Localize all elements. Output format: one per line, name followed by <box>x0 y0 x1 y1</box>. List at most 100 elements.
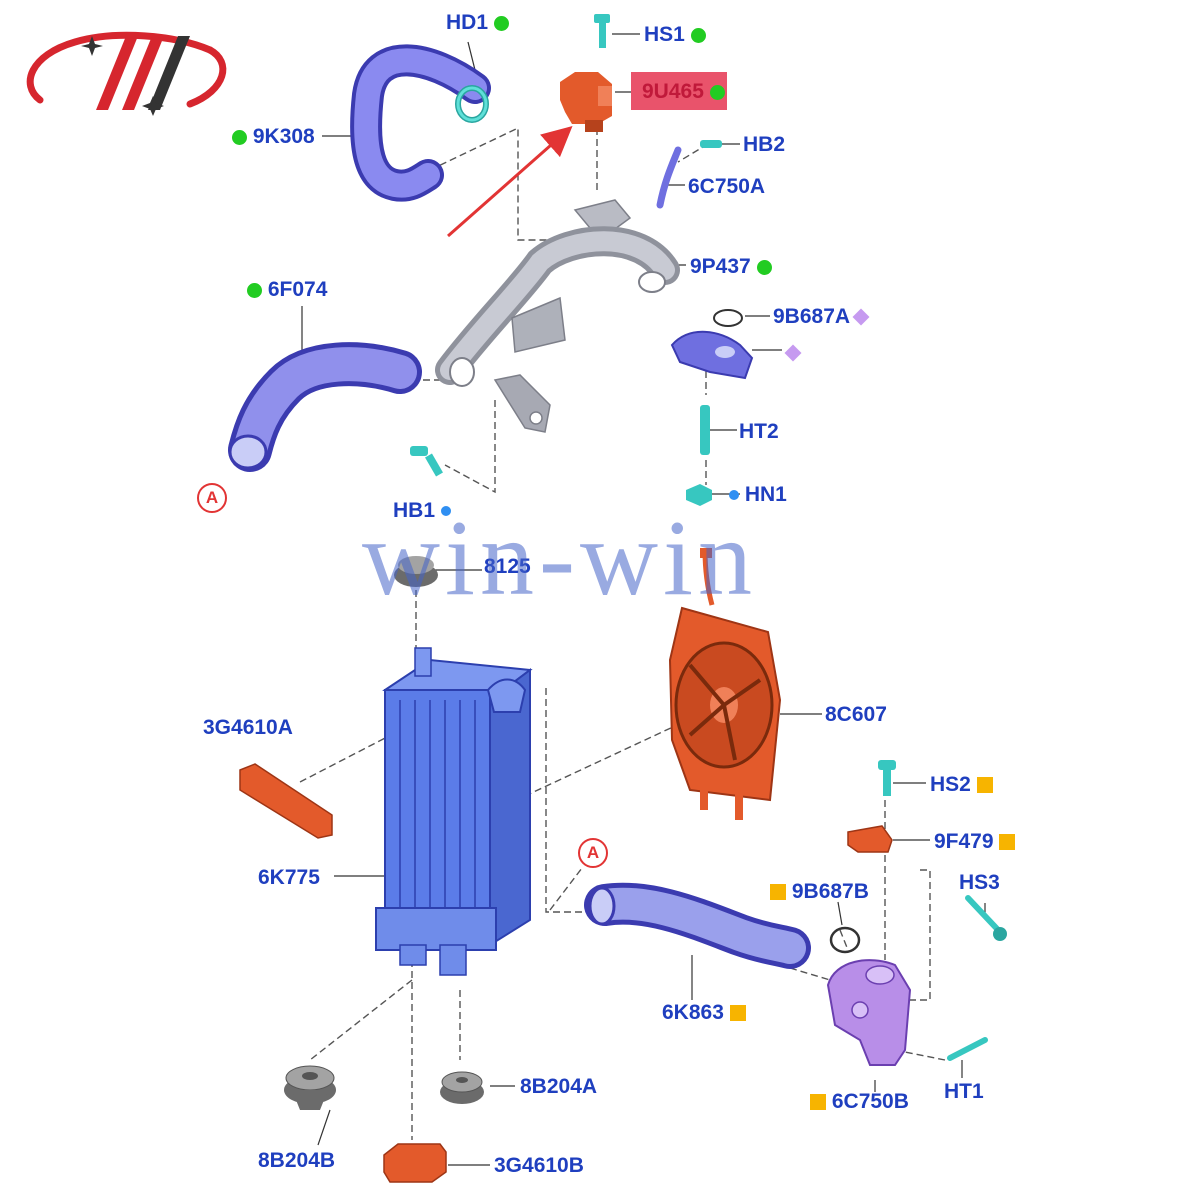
orange-square-icon <box>810 1094 826 1111</box>
label-ht1-text: HT1 <box>944 1080 984 1103</box>
label-9f479: 9F479 <box>934 830 1016 853</box>
label-8c607-text: 8C607 <box>825 703 887 726</box>
orange-square-icon <box>999 834 1016 851</box>
seal-9b687b <box>829 926 861 954</box>
label-9b687a-text: 9B687A <box>773 305 850 328</box>
label-9k308: 9K308 <box>232 126 315 147</box>
label-hs1-text: HS1 <box>644 23 685 46</box>
label-8c607: 8C607 <box>825 704 887 725</box>
label-8b204a: 8B204A <box>520 1076 597 1097</box>
label-8b204b: 8B204B <box>258 1150 335 1171</box>
seal-9b687a <box>713 309 743 327</box>
brand-logo <box>26 31 227 116</box>
label-3g4610a-text: 3G4610A <box>203 716 293 739</box>
label-6k863: 6K863 <box>662 1002 746 1023</box>
label-3g4610b-text: 3G4610B <box>494 1154 584 1177</box>
callout-a-upper: A <box>197 483 227 513</box>
label-hd1: HD1 <box>446 12 509 33</box>
grommet-8125 <box>394 556 438 587</box>
label-9p437-text: 9P437 <box>690 255 751 278</box>
label-3g4610b: 3G4610B <box>494 1155 584 1176</box>
label-8125: 8125 <box>484 556 531 577</box>
label-9u465-text: 9U465 <box>642 80 704 103</box>
stud-ht2 <box>700 405 710 455</box>
pointer-lines <box>301 33 986 1166</box>
label-hs3: HS3 <box>959 872 1000 893</box>
orange-square-icon <box>976 777 993 794</box>
label-hn1: HN1 <box>729 484 787 505</box>
intercooler-6k775 <box>375 647 533 976</box>
label-3g4610a: 3G4610A <box>203 717 293 738</box>
label-6c750b-text: 6C750B <box>831 1090 909 1113</box>
orange-square-icon <box>729 1005 746 1022</box>
pad-3g4610b <box>383 1143 447 1183</box>
label-6f074-text: 6F074 <box>267 278 328 301</box>
label-9u465: 9U465 <box>642 81 725 102</box>
label-8b204a-text: 8B204A <box>520 1075 598 1098</box>
blue-dot-icon <box>729 490 739 501</box>
hose-6f074 <box>228 342 422 472</box>
label-hs2-text: HS2 <box>930 773 971 796</box>
label-9b687b-text: 9B687B <box>791 880 869 903</box>
orange-square-icon <box>770 884 786 901</box>
stud-ht1 <box>947 1037 988 1061</box>
label-hs3-text: HS3 <box>959 871 1000 894</box>
violet-diamond-icon <box>852 308 870 326</box>
mount-8b204a <box>440 1071 484 1104</box>
label-hn1-text: HN1 <box>744 483 787 506</box>
label-6k775: 6K775 <box>258 867 320 888</box>
sensor-9u465 <box>560 72 612 132</box>
sensor-9f479 <box>847 825 893 853</box>
housing-6c750b <box>826 959 912 1066</box>
screw-hs2 <box>878 760 896 796</box>
green-dot-icon <box>709 84 725 100</box>
label-6k775-text: 6K775 <box>258 866 320 889</box>
hose-6k863 <box>584 882 811 969</box>
label-6c750a: 6C750A <box>688 176 765 197</box>
bolt-hb1 <box>410 446 443 477</box>
nut-hn1 <box>686 484 712 506</box>
label-6k863-text: 6K863 <box>662 1001 724 1024</box>
label-hb2-text: HB2 <box>743 133 786 156</box>
fan-8c607 <box>668 548 782 820</box>
callout-a-lower: A <box>578 838 608 868</box>
red-arrow <box>447 126 573 238</box>
bolt-hs3 <box>965 895 1007 941</box>
green-dot-icon <box>690 27 706 43</box>
blue-dot-icon <box>440 506 451 517</box>
label-6c750b: 6C750B <box>810 1091 909 1112</box>
label-9b687b: 9B687B <box>770 881 869 902</box>
label-8b204b-text: 8B204B <box>258 1149 336 1172</box>
label-9f479-text: 9F479 <box>934 830 994 853</box>
pad-3g4610a <box>239 763 333 839</box>
label-hb1-text: HB1 <box>393 499 436 522</box>
label-9p437: 9P437 <box>690 256 772 277</box>
mount-8b204b <box>284 1065 336 1110</box>
leader-lines <box>299 126 946 1140</box>
label-hd1-text: HD1 <box>446 11 489 34</box>
label-hb2: HB2 <box>743 134 785 155</box>
tube-9p437 <box>435 199 680 433</box>
hose-9k308 <box>350 44 491 202</box>
elbow-outlet <box>670 330 754 380</box>
label-ht2: HT2 <box>739 421 779 442</box>
label-hs1: HS1 <box>644 24 706 45</box>
label-ht2-text: HT2 <box>739 420 779 443</box>
screw-hs1 <box>594 14 610 48</box>
label-hb1: HB1 <box>393 500 451 521</box>
green-dot-icon <box>756 259 772 275</box>
label-9b687a: 9B687A <box>773 305 870 328</box>
green-dot-icon <box>493 15 509 31</box>
label-ht1: HT1 <box>944 1081 984 1102</box>
label-9k308-text: 9K308 <box>252 125 315 148</box>
bolt-hb2 <box>700 140 722 148</box>
label-8125-text: 8125 <box>484 555 531 578</box>
marker-elbow <box>784 342 802 363</box>
bracket-6c750a <box>656 146 682 209</box>
green-dot-icon <box>247 282 262 298</box>
green-dot-icon <box>232 129 247 145</box>
watermark: win-win <box>362 499 757 618</box>
violet-diamond-icon <box>784 344 802 362</box>
